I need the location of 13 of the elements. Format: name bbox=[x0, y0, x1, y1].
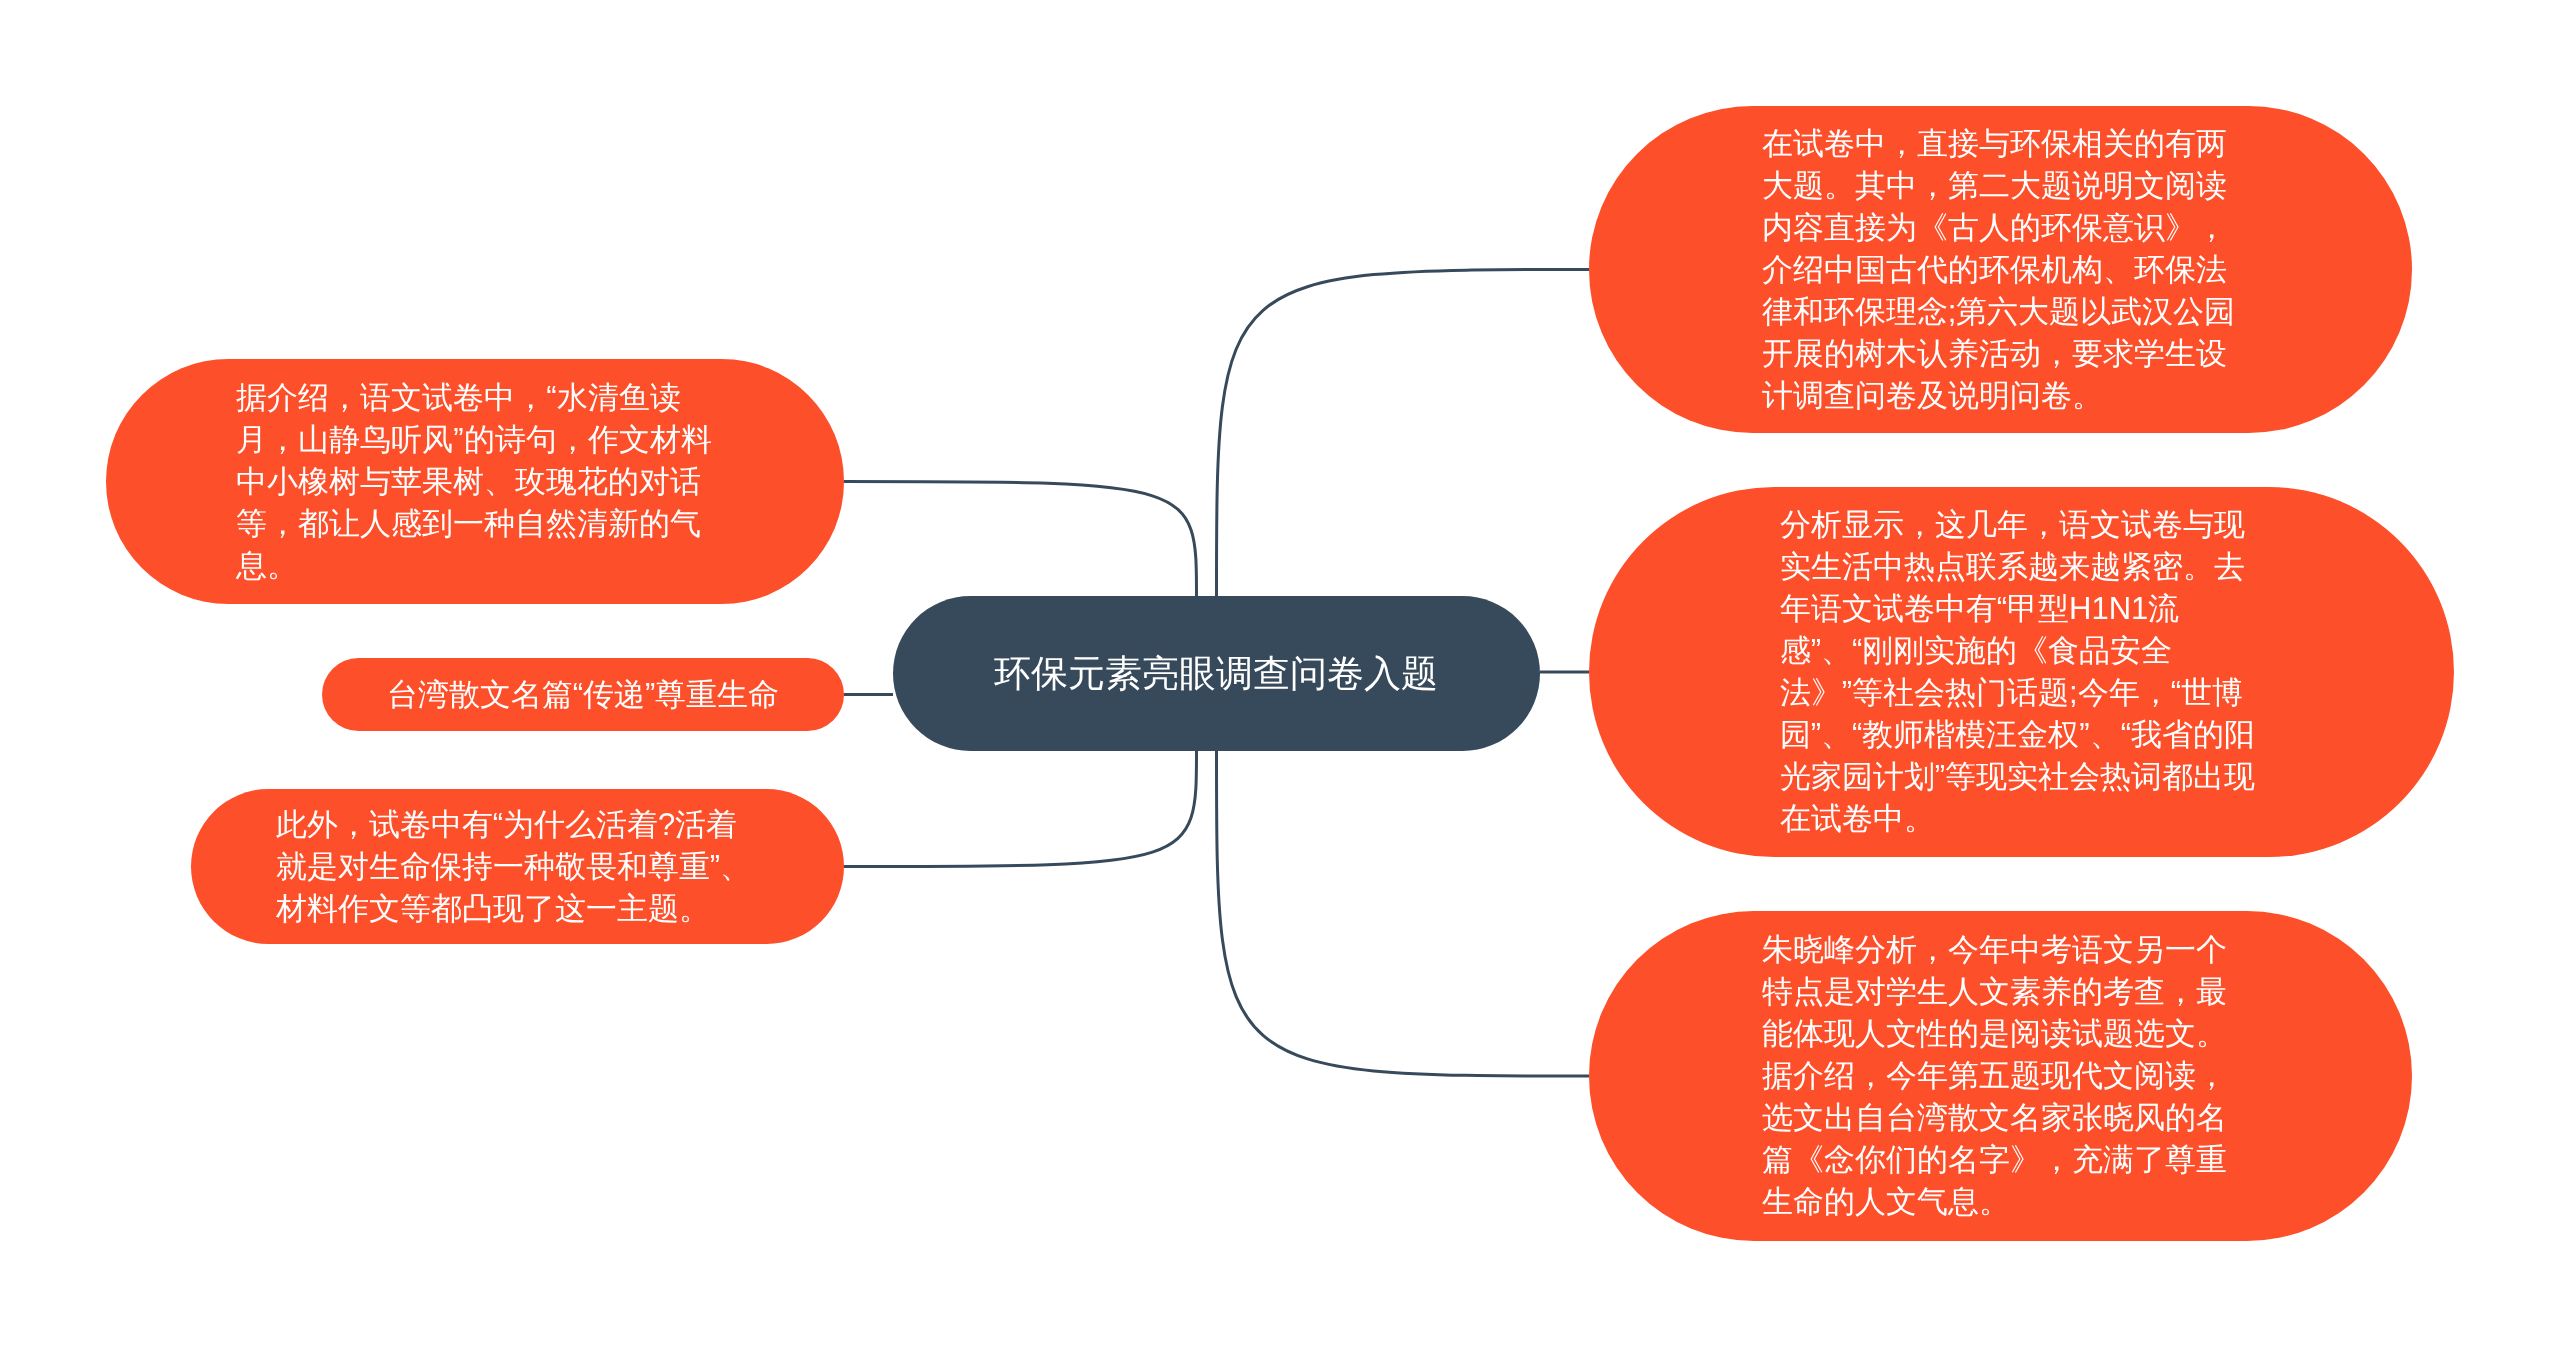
node-text: 环保元素亮眼调查问卷入题 bbox=[993, 651, 1440, 696]
connector-line bbox=[1540, 670, 1589, 674]
connector-line bbox=[1215, 268, 1589, 596]
connector-line bbox=[844, 693, 893, 696]
connector-line bbox=[1215, 751, 1589, 1078]
node-text: 分析显示，这几年，语文试卷与现实生活中热点联系越来越紧密。去年语文试卷中有“甲型H1N1流感”、“刚刚实施的《食品安全法》”等社会热门话题;今年，“世博园”、“教师楷模汪金权”、“我省的阳光家园计划”等现实社会热词都出现在试卷中。 bbox=[1779, 506, 2257, 838]
node-text: 台湾散文名篇“传递”尊重生命 bbox=[386, 675, 780, 714]
connector-line bbox=[844, 480, 1198, 596]
connector-line bbox=[844, 751, 1198, 868]
node-text: 朱晓峰分析，今年中考语文另一个特点是对学生人文素养的考查，最能体现人文性的是阅读试题选文。据介绍，今年第五题现代文阅读，选文出自台湾散文名家张晓风的名篇《念你们的名字》，充满了尊重生命的人文气息。 bbox=[1761, 931, 2228, 1221]
node-text: 据介绍，语文试卷中，“水清鱼读月，山静鸟听风”的诗句，作文材料中小橡树与苹果树、玫瑰花的对话等，都让人感到一种自然清新的气息。 bbox=[236, 378, 713, 585]
node-text: 此外，试卷中有“为什么活着?活着就是对生命保持一种敬畏和尊重”、材料作文等都凸现了这一主题。 bbox=[275, 805, 753, 928]
node-text: 在试卷中，直接与环保相关的有两大题。其中，第二大题说明文阅读内容直接为《古人的环保意识》，介绍中国古代的环保机构、环保法律和环保理念;第六大题以武汉公园开展的树木认养活动，要求学生设计调查问卷及说明问卷。 bbox=[1761, 124, 2237, 415]
